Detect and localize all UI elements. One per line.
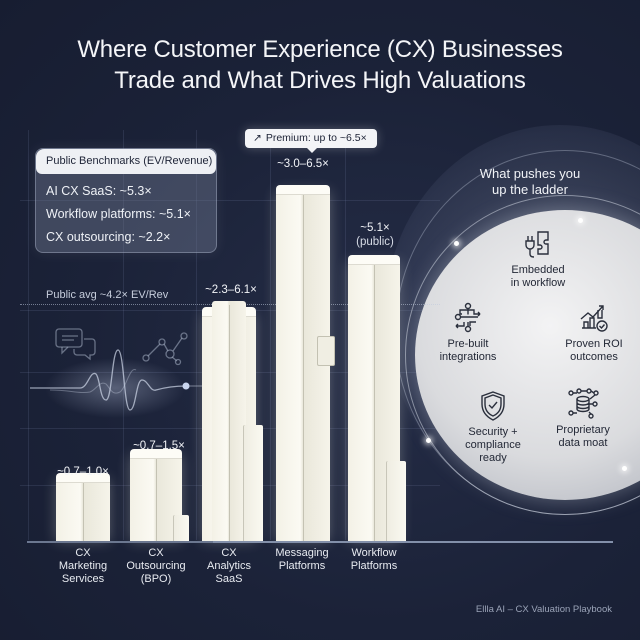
driver-proprietary-data-moat: Proprietary data moat [533,388,633,450]
grid-line [20,200,440,201]
driver-security-compliance: Security + compliance ready [443,390,543,465]
ladder-title-line-2: up the ladder [492,182,568,197]
grid-line [345,130,346,540]
bar-value-label: ~5.1× [360,222,390,234]
sparkle [426,438,431,443]
trend-up-arrow-icon: ↗ [253,132,262,144]
shield-check-icon [481,391,505,421]
bar-annex [173,515,189,541]
x-axis-baseline [213,541,613,543]
ladder-title: What pushes you up the ladder [455,166,605,198]
sparkle [622,466,627,471]
benchmarks-heading: Public Benchmarks (EV/Revenue) [36,149,216,174]
bar-value-sublabel: (public) [356,236,394,248]
grid-line [196,130,197,540]
public-avg-label: Public avg ~4.2× EV/Rev [46,289,169,301]
page-title: Where Customer Experience (CX) Businesse… [0,34,640,96]
bar-annex [243,425,263,541]
integrations-icon [454,302,481,333]
bar-annex [386,461,406,541]
title-line-1: Where Customer Experience (CX) Businesse… [77,36,563,63]
sparkle [578,218,583,223]
ladder-title-line-1: What pushes you [479,166,581,181]
driver-embedded-in-workflow: Embedded in workflow [488,228,588,290]
bar-top [276,185,330,195]
plug-puzzle-icon [525,231,549,258]
driver-proven-roi-outcomes: Proven ROI outcomes [544,302,640,364]
bar-value-label: ~3.0–6.5× [277,158,329,170]
benchmark-row: Workflow platforms: ~5.1× [46,207,191,221]
driver-pre-built-integrations: Pre-built integrations [418,302,518,364]
category-label-cx-analytics-saas: CX Analytics SaaS [206,547,252,585]
category-label-workflow-platforms: Workflow Platforms [350,547,398,572]
bar-module [317,336,335,366]
sparkle [454,241,459,246]
waveform-icon [30,349,208,418]
network-nodes-icon [142,332,188,366]
footer-credit: Ellla AI – CX Valuation Playbook [475,604,612,615]
ladder-disc [415,210,640,500]
benchmark-row: AI CX SaaS: ~5.3× [46,184,152,198]
database-network-icon [568,388,599,419]
premium-callout-text: Premium: up to ~6.5× [265,132,367,144]
x-axis-baseline [27,541,213,543]
category-label-cx-marketing-services: CX Marketing Services [58,547,108,585]
category-label-messaging-platforms: Messaging Platforms [275,547,329,572]
grid-line [270,130,271,540]
bar-value-label: ~0.7–1.0× [57,466,109,478]
bar-value-label: ~2.3–6.1× [205,284,257,296]
bar-top [348,255,400,265]
benchmark-row: CX outsourcing: ~2.2× [46,230,171,244]
public-benchmarks-card: Public Benchmarks (EV/Revenue) AI CX Saa… [35,148,217,253]
title-line-2: Trade and What Drives High Valuations [114,67,526,94]
bar-spire [212,301,246,541]
grid-line [123,130,124,540]
bar-messaging-platforms [276,185,330,541]
bar-cx-marketing-services [56,473,110,541]
premium-callout: ↗Premium: up to ~6.5× [245,129,377,153]
chat-bubbles-icon [55,328,96,361]
roi-chart-icon [580,305,608,332]
category-label-cx-outsourcing: CX Outsourcing (BPO) [126,547,186,585]
grid-line [28,130,29,540]
bar-value-label: ~0.7–1.5× [133,440,185,452]
